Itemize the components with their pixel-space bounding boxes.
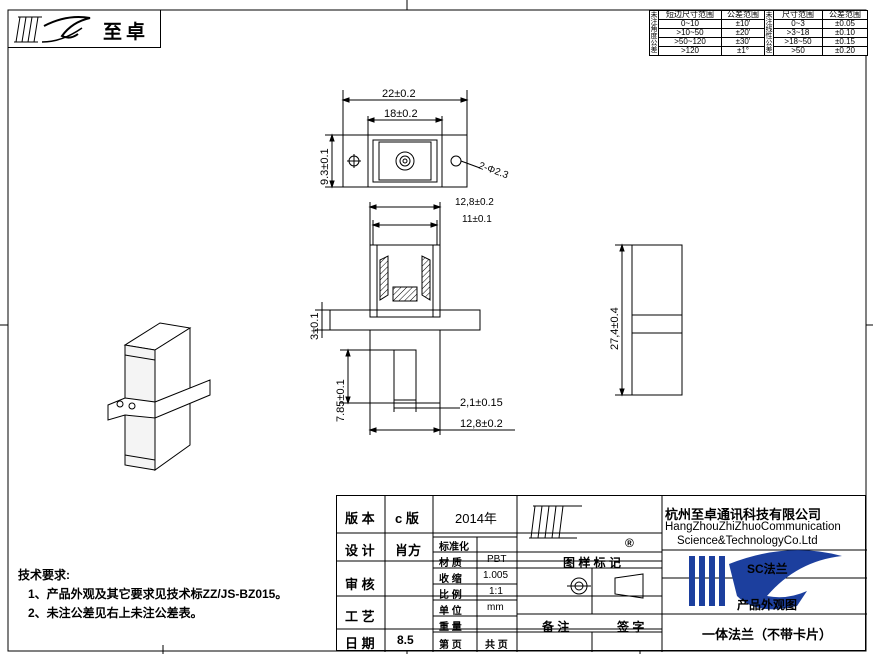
notes-heading: 技术要求: xyxy=(18,568,70,582)
material-value: PBT xyxy=(487,554,507,565)
side-label-char: 角 xyxy=(650,26,658,33)
weight-label: 重 量 xyxy=(439,622,462,633)
front-view-drawing: 12,8±0.2 11±0.1 3±0.1 7.85±0.1 2,1±0.15 … xyxy=(309,197,515,435)
side-label-char: 公 xyxy=(765,40,773,47)
isometric-view-drawing xyxy=(107,322,211,471)
scale-label: 比 例 xyxy=(439,590,462,601)
date-value: 8.5 xyxy=(397,633,414,647)
process-label: 工 艺 xyxy=(345,609,375,624)
side-view-drawing: 27,4±0.4 xyxy=(609,243,683,397)
side-label-char: 未 xyxy=(650,12,658,19)
dim-front-lower-height: 7.85±0.1 xyxy=(335,379,347,422)
logo-text: 至卓 xyxy=(103,22,150,43)
designer-name: 肖方 xyxy=(395,543,422,558)
company-name-en-2: Science&TechnologyCo.Ltd xyxy=(677,535,818,547)
dim-flange-thickness: 3±0.1 xyxy=(309,313,321,340)
review-label: 审 核 xyxy=(345,577,375,592)
table-cell: >120 xyxy=(658,46,722,56)
side-label-char: 差 xyxy=(650,47,658,54)
side-label-char: 公 xyxy=(650,40,658,47)
registered-mark: ® xyxy=(625,536,634,550)
side-label-char: 差 xyxy=(765,47,773,54)
version-value: c 版 xyxy=(395,511,419,526)
standard-label: 标准化 xyxy=(439,542,469,553)
dim-top-overall-width: 22±0.2 xyxy=(382,88,416,100)
side-label-char: 未 xyxy=(765,12,773,19)
shrink-value: 1.005 xyxy=(483,570,509,581)
drawing-mark-label: 图 样 标 记 xyxy=(563,556,622,570)
unit-value: mm xyxy=(487,602,504,613)
side-label-char: 度 xyxy=(650,33,658,40)
dim-top-inner-width: 18±0.2 xyxy=(384,108,418,120)
company-name-cn: 杭州至卓通讯科技有限公司 xyxy=(665,507,822,522)
logo-box: 至卓 xyxy=(8,10,161,48)
linear-side-label: 未注线性公差 xyxy=(764,10,774,56)
side-label-char: 线 xyxy=(765,26,773,33)
table-cell: >50 xyxy=(773,46,823,56)
note-item: 1、产品外观及其它要求见技术标ZZ/JS-BZ015。 xyxy=(28,587,288,601)
side-label-char: 注 xyxy=(765,19,773,26)
company-name-en-1: HangZhouZhiZhuoCommunication xyxy=(665,521,841,533)
dim-front-width-2: 11±0.1 xyxy=(462,214,492,225)
dim-front-width-1: 12,8±0.2 xyxy=(455,197,494,208)
date-label: 日 期 xyxy=(345,636,375,651)
side-label-char: 注 xyxy=(650,19,658,26)
unit-label: 单 位 xyxy=(439,606,462,617)
design-label: 设 计 xyxy=(345,543,375,558)
sign-label: 签 字 xyxy=(617,620,645,634)
note-item: 2、未注公差见右上未注公差表。 xyxy=(28,606,203,620)
shrink-label: 收 缩 xyxy=(439,574,462,585)
side-label-char: 性 xyxy=(765,33,773,40)
dim-top-height: 9.3±0.1 xyxy=(319,148,331,185)
top-view-drawing: 22±0.2 18±0.2 9.3±0.1 2-Φ2.3 xyxy=(319,88,510,189)
angle-side-label: 未注角度公差 xyxy=(649,10,659,56)
table-cell: ±0.20 xyxy=(822,46,868,56)
tolerance-table: 未注角度公差 短边尺寸范围 公差范围 未注线性公差 尺寸范围 公差范围 0~10… xyxy=(649,10,868,56)
title-block: 版 本 c 版 2014年 设 计 肖方 审 核 工 艺 日 期 8.5 标准化… xyxy=(336,495,867,652)
material-label: 材 质 xyxy=(439,558,462,569)
drawing-name: 产品外观图 xyxy=(737,598,798,612)
company-logo-icon xyxy=(14,16,91,43)
dim-slot-width: 2,1±0.15 xyxy=(460,397,503,409)
scale-value: 1:1 xyxy=(489,586,503,597)
dim-hole-callout: 2-Φ2.3 xyxy=(477,160,510,181)
year-value: 2014年 xyxy=(455,511,497,526)
page-label: 第 页 xyxy=(439,640,462,651)
dim-side-height: 27,4±0.4 xyxy=(609,307,621,350)
total-label: 共 页 xyxy=(485,640,508,651)
version-label: 版 本 xyxy=(345,511,375,526)
product-name: 一体法兰（不带卡片） xyxy=(702,627,833,642)
product-code: SC法兰 xyxy=(747,562,788,576)
dim-front-bottom-width: 12,8±0.2 xyxy=(460,418,503,430)
table-cell: ±1° xyxy=(721,46,765,56)
remark-label: 备 注 xyxy=(542,620,570,634)
